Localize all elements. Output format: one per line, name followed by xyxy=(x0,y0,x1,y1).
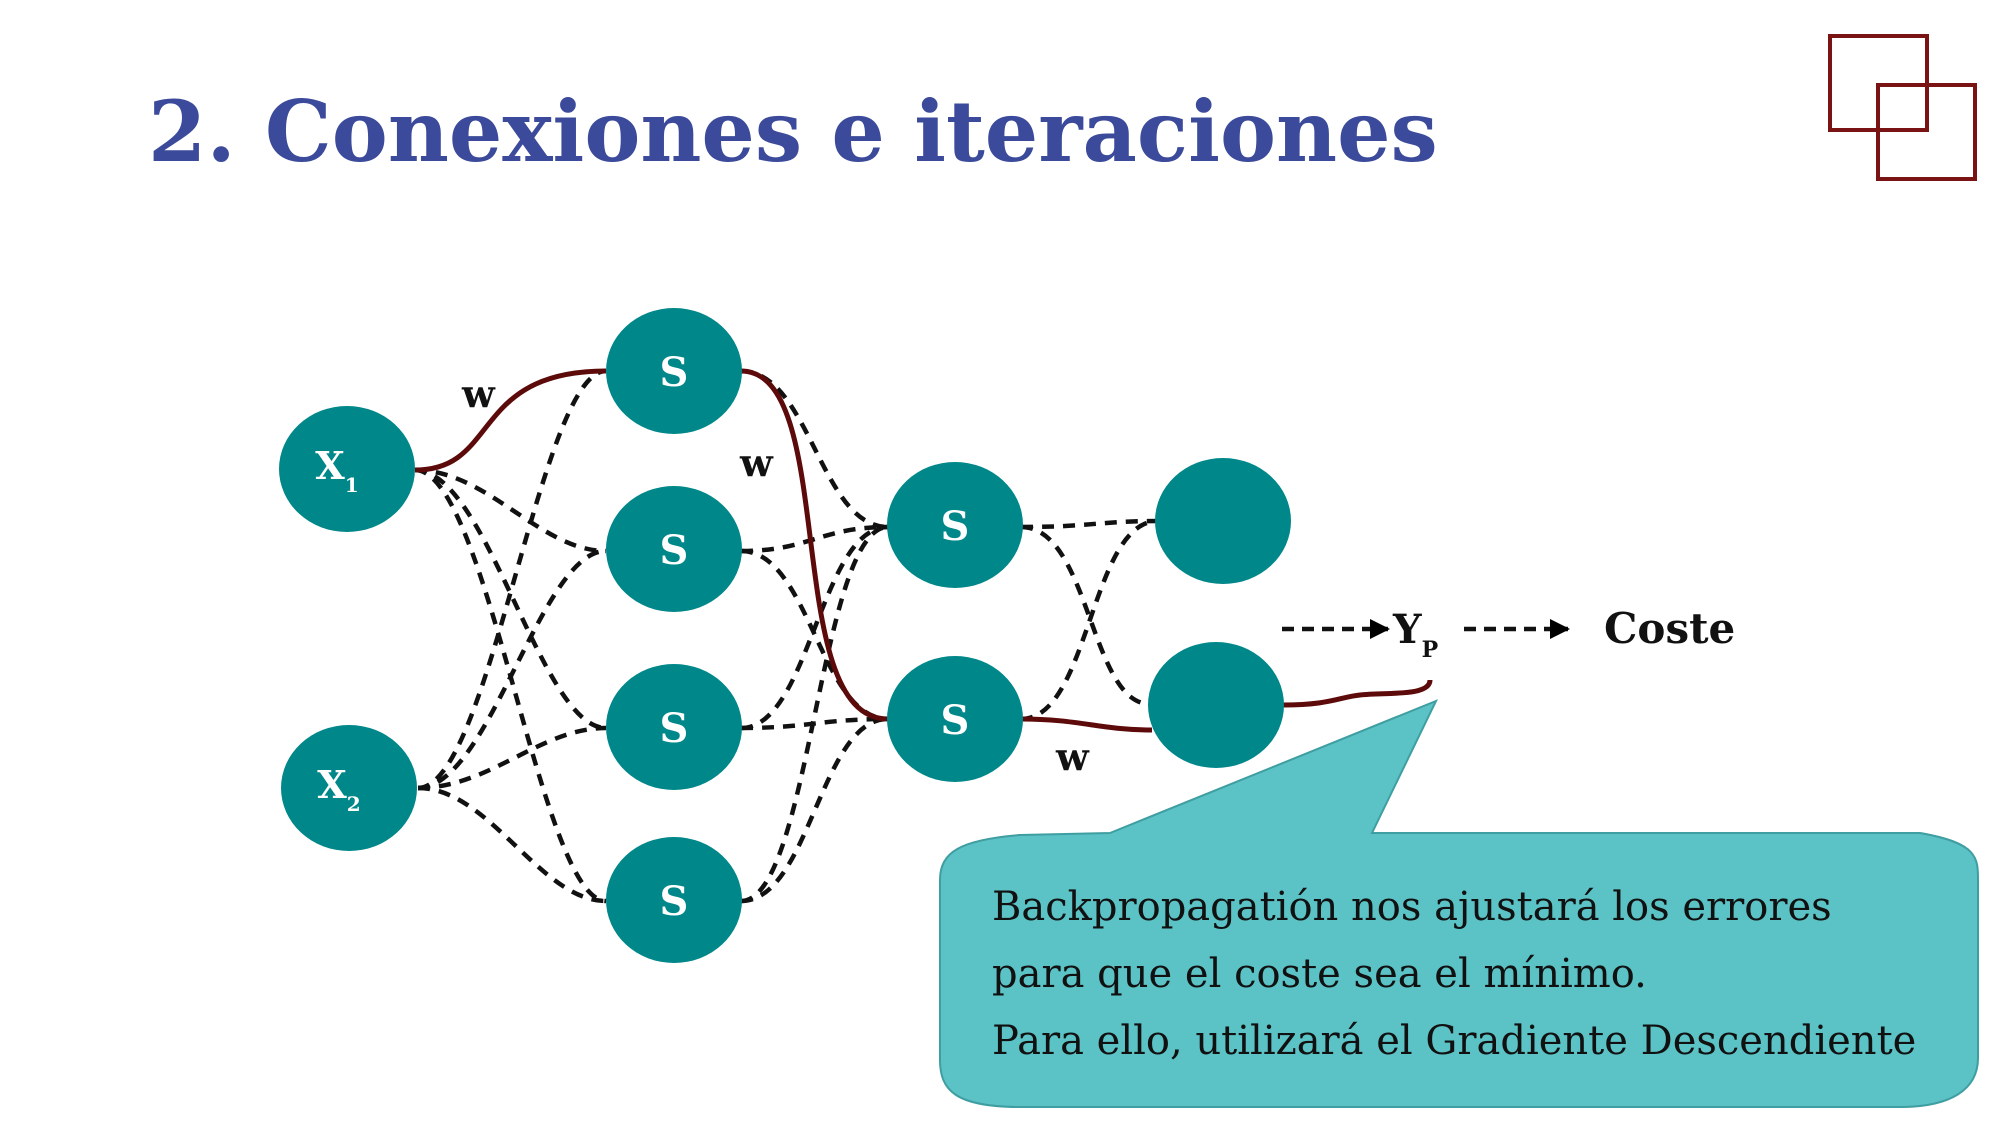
hidden1-label-3: S xyxy=(660,705,689,752)
input-node-x2 xyxy=(281,725,417,851)
hidden2-label-1: S xyxy=(941,503,970,550)
connection-x1-h1b xyxy=(414,467,607,554)
logo-square-front xyxy=(1876,83,1977,181)
connection-h1c-h2a xyxy=(740,524,889,731)
connection-h2b-o1 xyxy=(1020,518,1159,722)
highlight-h1a-h2b xyxy=(740,368,889,722)
connection-h1d-h2a xyxy=(740,524,889,904)
hidden2-label-2: S xyxy=(941,697,970,744)
connection-x1-h1d xyxy=(414,467,607,904)
hidden1-label-2: S xyxy=(660,527,689,574)
prediction-label: YP xyxy=(1392,606,1438,663)
callout-line-3: Para ello, utilizará el Gradiente Descen… xyxy=(992,1018,1917,1064)
input-label-x2: X2 xyxy=(317,762,360,816)
nodes xyxy=(279,308,1291,963)
highlight-h2b-o2 xyxy=(1020,716,1153,733)
connection-h1b-h2b xyxy=(740,548,889,722)
input-node-x1 xyxy=(279,406,415,532)
hidden1-node-4 xyxy=(606,837,742,963)
callout-bubble xyxy=(939,699,1979,1108)
connection-x2-h1a xyxy=(417,368,607,791)
cost-label: Coste xyxy=(1604,604,1735,653)
hidden1-node-1 xyxy=(606,308,742,434)
connection-h1b-h2a xyxy=(740,524,889,554)
input-label-x1: X1 xyxy=(315,443,358,497)
weight-label-3: w xyxy=(1055,734,1090,779)
hidden2-node-2 xyxy=(887,656,1023,782)
page-title: 2. Conexiones e iteraciones xyxy=(148,82,1438,181)
connection-x1-h1c xyxy=(414,467,607,731)
connection-h2a-o2 xyxy=(1020,524,1151,707)
callout-line-2: para que el coste sea el mínimo. xyxy=(992,951,1647,997)
connection-x2-h1c xyxy=(417,725,607,791)
connection-h1d-h2b xyxy=(740,716,889,904)
highlighted-path xyxy=(414,368,1433,733)
hidden1-node-3 xyxy=(606,664,742,790)
output-node-2 xyxy=(1148,642,1284,768)
connection-x2-h1d xyxy=(417,785,607,904)
callout-line-1: Backpropagatión nos ajustará los errores xyxy=(992,884,1832,930)
highlight-o2-yp xyxy=(1282,679,1433,708)
callout-text: Backpropagatión nos ajustará los errores… xyxy=(992,874,1972,1075)
hidden1-label-1: S xyxy=(660,349,689,396)
dashed-connections xyxy=(414,368,1159,904)
hidden2-node-1 xyxy=(887,462,1023,588)
output-node-1 xyxy=(1155,458,1291,584)
weight-label-1: w xyxy=(461,371,496,416)
connection-h2a-o1 xyxy=(1020,518,1159,530)
highlight-x1-h1a xyxy=(414,368,607,473)
hidden1-node-2 xyxy=(606,486,742,612)
weight-label-2: w xyxy=(739,440,774,485)
hidden1-label-4: S xyxy=(660,878,689,925)
connection-x2-h1b xyxy=(417,548,607,791)
